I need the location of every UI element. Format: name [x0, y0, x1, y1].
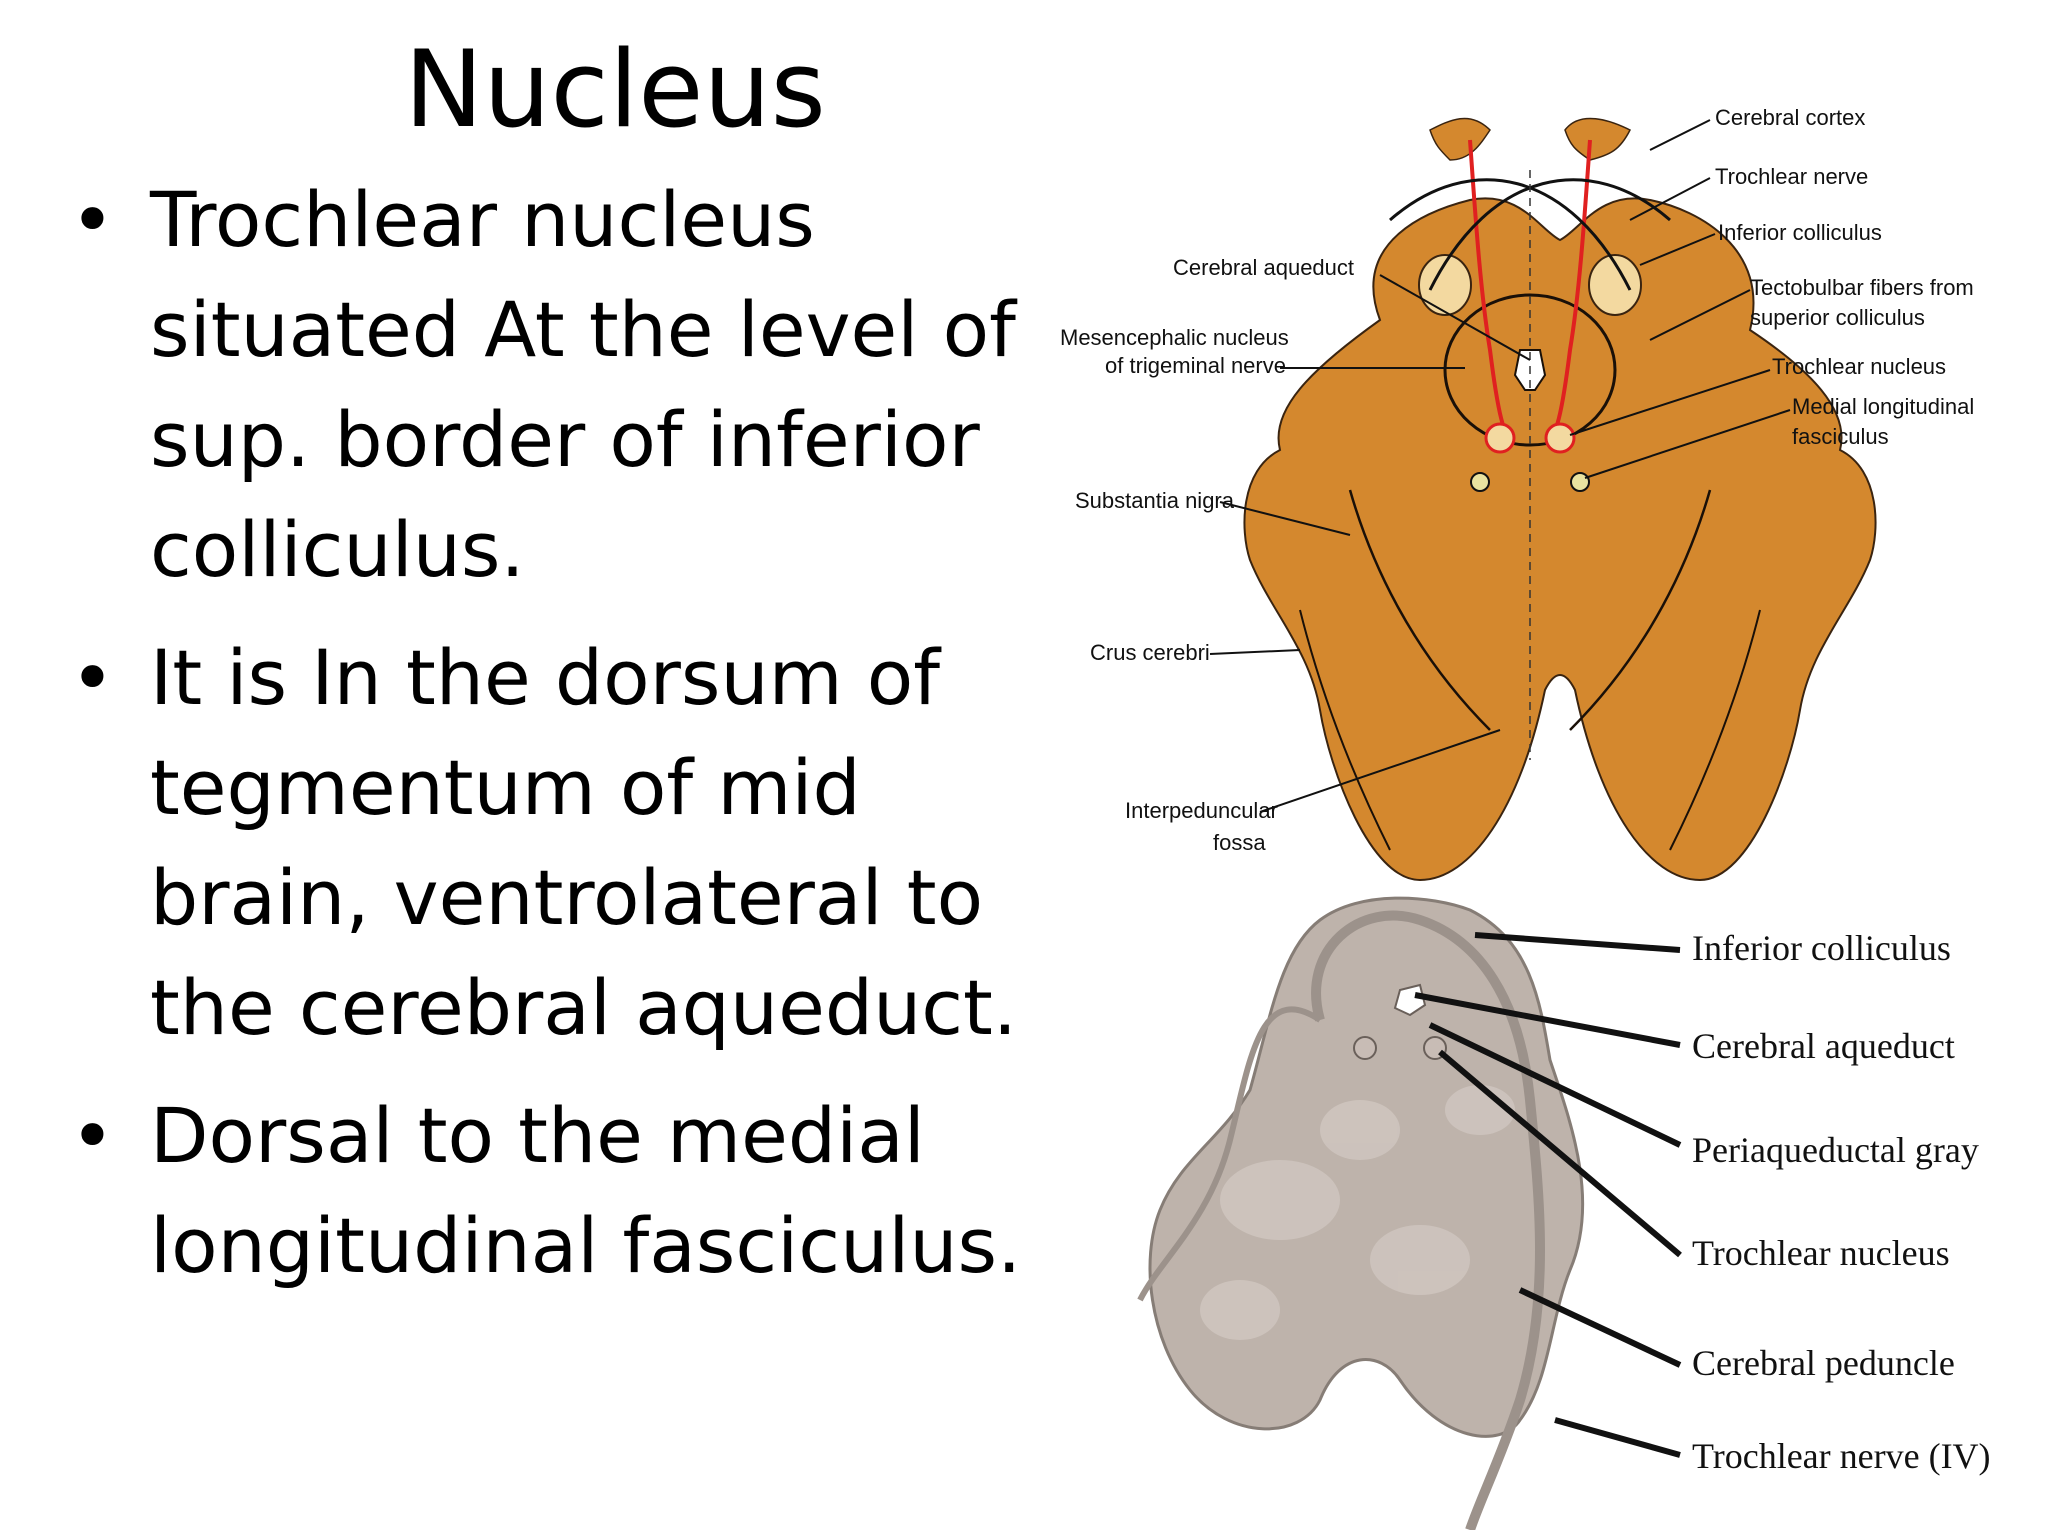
label-trochlear-nerve: Trochlear nerve [1715, 164, 1868, 189]
bullet-dot: • [70, 1091, 115, 1180]
trochlear-nerve-left [1468, 139, 1507, 431]
midbrain-histology-diagram: Inferior colliculus Cerebral aqueduct Pe… [1137, 896, 1991, 1530]
label-bottom-cerebral-peduncle: Cerebral peduncle [1692, 1343, 1955, 1383]
bullet-item-1: • Trochlear nucleus situated At the leve… [70, 165, 1030, 605]
periaqueductal-ring [1443, 293, 1617, 447]
label-bottom-periaqueductal-gray: Periaqueductal gray [1692, 1130, 1979, 1170]
top-leader-lines [1209, 119, 1791, 813]
bullet-line: situated At the level of [150, 285, 1016, 374]
crus-line-right [1669, 609, 1761, 851]
mlf-right [1570, 472, 1590, 492]
midbrain-colored-diagram: Cerebral cortex Trochlear nerve Inferior… [1060, 105, 1974, 882]
bullet-dot: • [70, 633, 115, 722]
inferior-colliculus-right [1588, 254, 1642, 316]
cortex-left [1429, 117, 1491, 161]
bullet-item-3: • Dorsal to the medial longitudinal fasc… [70, 1081, 1030, 1301]
label-bottom-trochlear-nucleus: Trochlear nucleus [1692, 1233, 1950, 1273]
mlf-left [1470, 472, 1490, 492]
crus-line-left [1299, 609, 1391, 851]
substantia-nigra-line-right [1569, 489, 1712, 731]
label-bottom-cerebral-aqueduct: Cerebral aqueduct [1692, 1026, 1955, 1066]
histology-trochlear-nucleus-left [1353, 1036, 1377, 1060]
bullet-line: longitudinal fasciculus. [150, 1201, 1022, 1290]
histology-body [1148, 896, 1585, 1438]
label-crus-cerebri: Crus cerebri [1090, 640, 1210, 665]
label-mlf-1: Medial longitudinal [1792, 394, 1974, 419]
trochlear-nerve-loop-left [1137, 1006, 1322, 1302]
label-interpeduncular-1: Interpeduncular [1125, 798, 1278, 823]
label-mlf-2: fasciculus [1792, 424, 1889, 449]
bullet-line: the cerebral aqueduct. [150, 963, 1017, 1052]
bottom-leader-lines [1414, 932, 1682, 1458]
label-bottom-trochlear-nerve: Trochlear nerve (IV) [1692, 1436, 1991, 1476]
bullet-line: tegmentum of mid [150, 743, 861, 832]
bullet-dot: • [70, 175, 115, 264]
label-cerebral-cortex: Cerebral cortex [1715, 105, 1865, 130]
label-inferior-colliculus: Inferior colliculus [1718, 220, 1882, 245]
bullet-item-2: • It is In the dorsum of tegmentum of mi… [70, 623, 1030, 1063]
substantia-nigra-line-left [1348, 489, 1491, 731]
trochlear-nerve-right [1553, 139, 1592, 431]
tectobulbar-arc-right [1428, 178, 1671, 291]
label-tectobulbar-1: Tectobulbar fibers from [1750, 275, 1974, 300]
slide-title: Nucleus [404, 28, 826, 151]
bullet-line: sup. border of inferior [150, 395, 980, 484]
bullet-line: Trochlear nucleus [150, 175, 815, 264]
label-interpeduncular-2: fossa [1213, 830, 1266, 855]
bullet-line: colliculus. [150, 505, 525, 594]
bullet-line: Dorsal to the medial [150, 1091, 925, 1180]
cortex-right [1564, 117, 1632, 161]
bullet-line: brain, ventrolateral to [150, 853, 984, 942]
label-cerebral-aqueduct: Cerebral aqueduct [1173, 255, 1354, 280]
bullet-line: It is In the dorsum of [150, 633, 941, 722]
histology-texture [1200, 1085, 1515, 1340]
trochlear-nucleus-right [1544, 422, 1576, 454]
inferior-colliculus-left [1418, 254, 1472, 316]
trochlear-nucleus-left [1484, 422, 1516, 454]
tectobulbar-arc-left [1389, 178, 1632, 291]
label-mesencephalic-2: of trigeminal nerve [1105, 353, 1286, 378]
label-substantia-nigra: Substantia nigra [1075, 488, 1235, 513]
bullet-list: • Trochlear nucleus situated At the leve… [70, 165, 1030, 1319]
label-tectobulbar-2: superior colliculus [1750, 305, 1925, 330]
label-mesencephalic-1: Mesencephalic nucleus [1060, 325, 1289, 350]
label-bottom-inferior-colliculus: Inferior colliculus [1692, 928, 1951, 968]
label-trochlear-nucleus: Trochlear nucleus [1772, 354, 1946, 379]
trochlear-nerve-loop [1311, 910, 1545, 1530]
